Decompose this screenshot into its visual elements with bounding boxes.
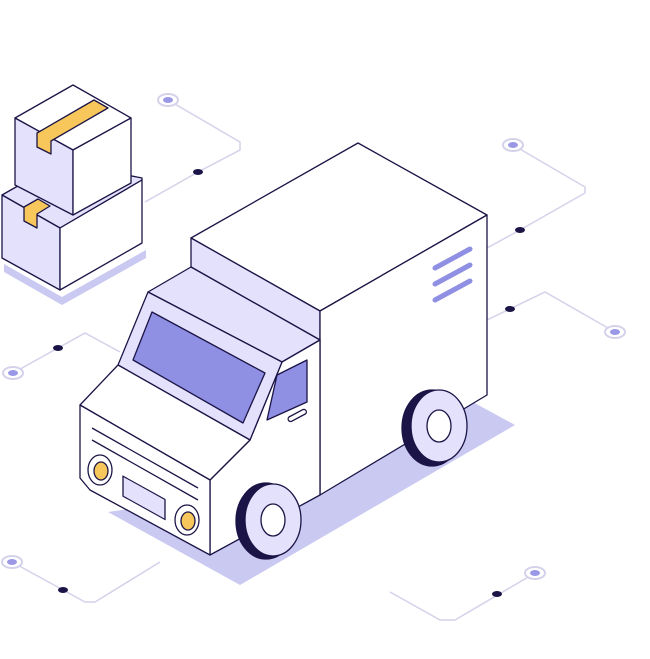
door-handle xyxy=(287,408,308,423)
network-nodes xyxy=(1,93,626,597)
headlight-right xyxy=(174,504,200,536)
vent-icon xyxy=(432,246,473,303)
boxes-stack xyxy=(1,84,146,305)
delivery-truck xyxy=(79,142,515,585)
windshield xyxy=(132,311,266,424)
rear-wheel xyxy=(401,389,468,467)
headlight-left xyxy=(87,454,113,486)
front-wheel xyxy=(235,482,302,560)
side-window xyxy=(266,359,308,421)
license-plate xyxy=(122,475,166,521)
grille-lines xyxy=(91,427,199,501)
boxes-shadow xyxy=(4,250,146,305)
